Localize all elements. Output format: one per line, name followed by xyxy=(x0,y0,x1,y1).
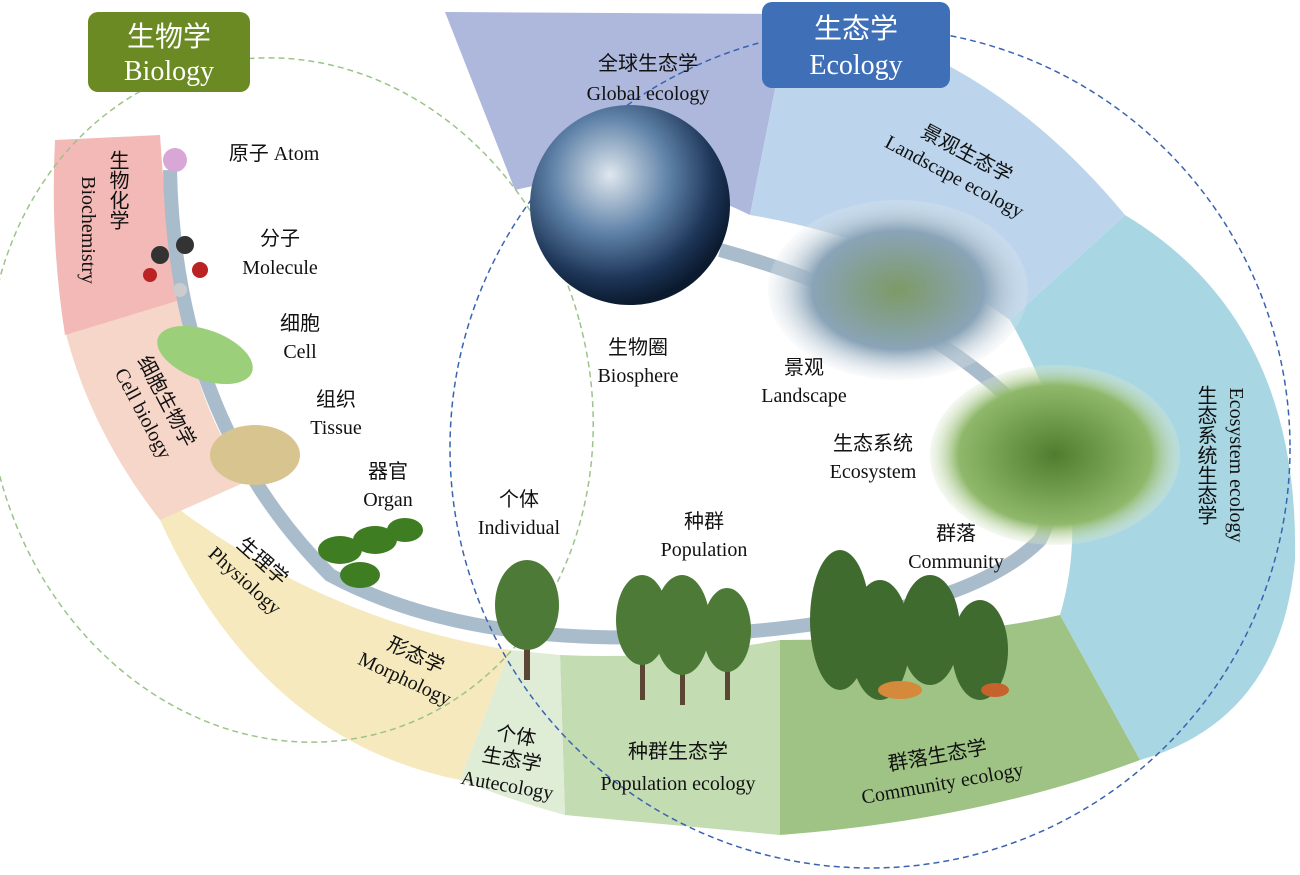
atom-icon xyxy=(163,148,187,172)
ecosystem-image xyxy=(930,365,1180,545)
label-ecoeco-zh: 生态系统生态学 xyxy=(1194,385,1216,525)
label-popeco-zh: 种群生态学 xyxy=(628,740,728,763)
label-individual-en: Individual xyxy=(478,517,561,539)
individual-tree-icon xyxy=(495,560,559,680)
label-biosphere-zh: 生物圈 xyxy=(608,336,668,359)
label-cell-en: Cell xyxy=(283,341,317,363)
landscape-image xyxy=(768,200,1028,380)
label-community-zh: 群落 xyxy=(936,522,976,545)
cell-icon xyxy=(157,325,253,385)
label-biochemistry-en: Biochemistry xyxy=(77,176,99,284)
label-globaleco-zh: 全球生态学 xyxy=(598,52,698,75)
molecule-icon xyxy=(143,236,208,297)
earth-image xyxy=(530,105,730,305)
label-ecoeco-en: Ecosystem ecology xyxy=(1225,388,1247,543)
biology-badge-zh: 生物学 xyxy=(127,21,211,53)
label-biochemistry-zh: 生物化学 xyxy=(106,150,128,230)
label-community-en: Community xyxy=(908,551,1004,573)
ecology-badge-en: Ecology xyxy=(809,50,902,81)
label-population-zh: 种群 xyxy=(684,510,724,533)
label-cell-zh: 细胞 xyxy=(280,312,320,335)
ecology-scope-ellipse xyxy=(449,27,1291,869)
label-landscape-zh: 景观 xyxy=(784,357,824,379)
band-biochemistry xyxy=(53,135,180,335)
band-autecology xyxy=(460,650,565,815)
tissue-icon xyxy=(210,425,300,485)
label-ecosystem-en: Ecosystem xyxy=(830,461,917,483)
biology-badge-en: Biology xyxy=(124,56,214,87)
label-individual-zh: 个体 xyxy=(499,488,539,511)
label-landscape-en: Landscape xyxy=(761,385,847,407)
label-globaleco-en: Global ecology xyxy=(587,83,710,105)
community-forest-icon xyxy=(810,550,1009,700)
label-atom: 原子 Atom xyxy=(229,143,320,165)
label-tissue-en: Tissue xyxy=(310,417,362,439)
organ-leaf-icon xyxy=(318,518,423,588)
label-ecosystem-zh: 生态系统 xyxy=(833,432,913,455)
label-popeco-en: Population ecology xyxy=(601,773,756,795)
ecology-badge-zh: 生态学 xyxy=(814,13,898,45)
band-physiology xyxy=(160,495,510,780)
label-molecule-zh: 分子 xyxy=(260,227,300,250)
ecology-badge xyxy=(762,2,950,88)
band-landscape-ecology xyxy=(750,14,1125,320)
biology-badge xyxy=(88,12,250,92)
band-cell-biology xyxy=(65,300,250,520)
label-organ-en: Organ xyxy=(363,489,413,511)
label-molecule-en: Molecule xyxy=(242,257,318,279)
label-biosphere-en: Biosphere xyxy=(597,365,678,387)
label-tissue-zh: 组织 xyxy=(316,388,356,411)
label-population-en: Population xyxy=(661,539,748,561)
population-trees-icon xyxy=(616,575,751,705)
label-organ-zh: 器官 xyxy=(368,460,408,483)
